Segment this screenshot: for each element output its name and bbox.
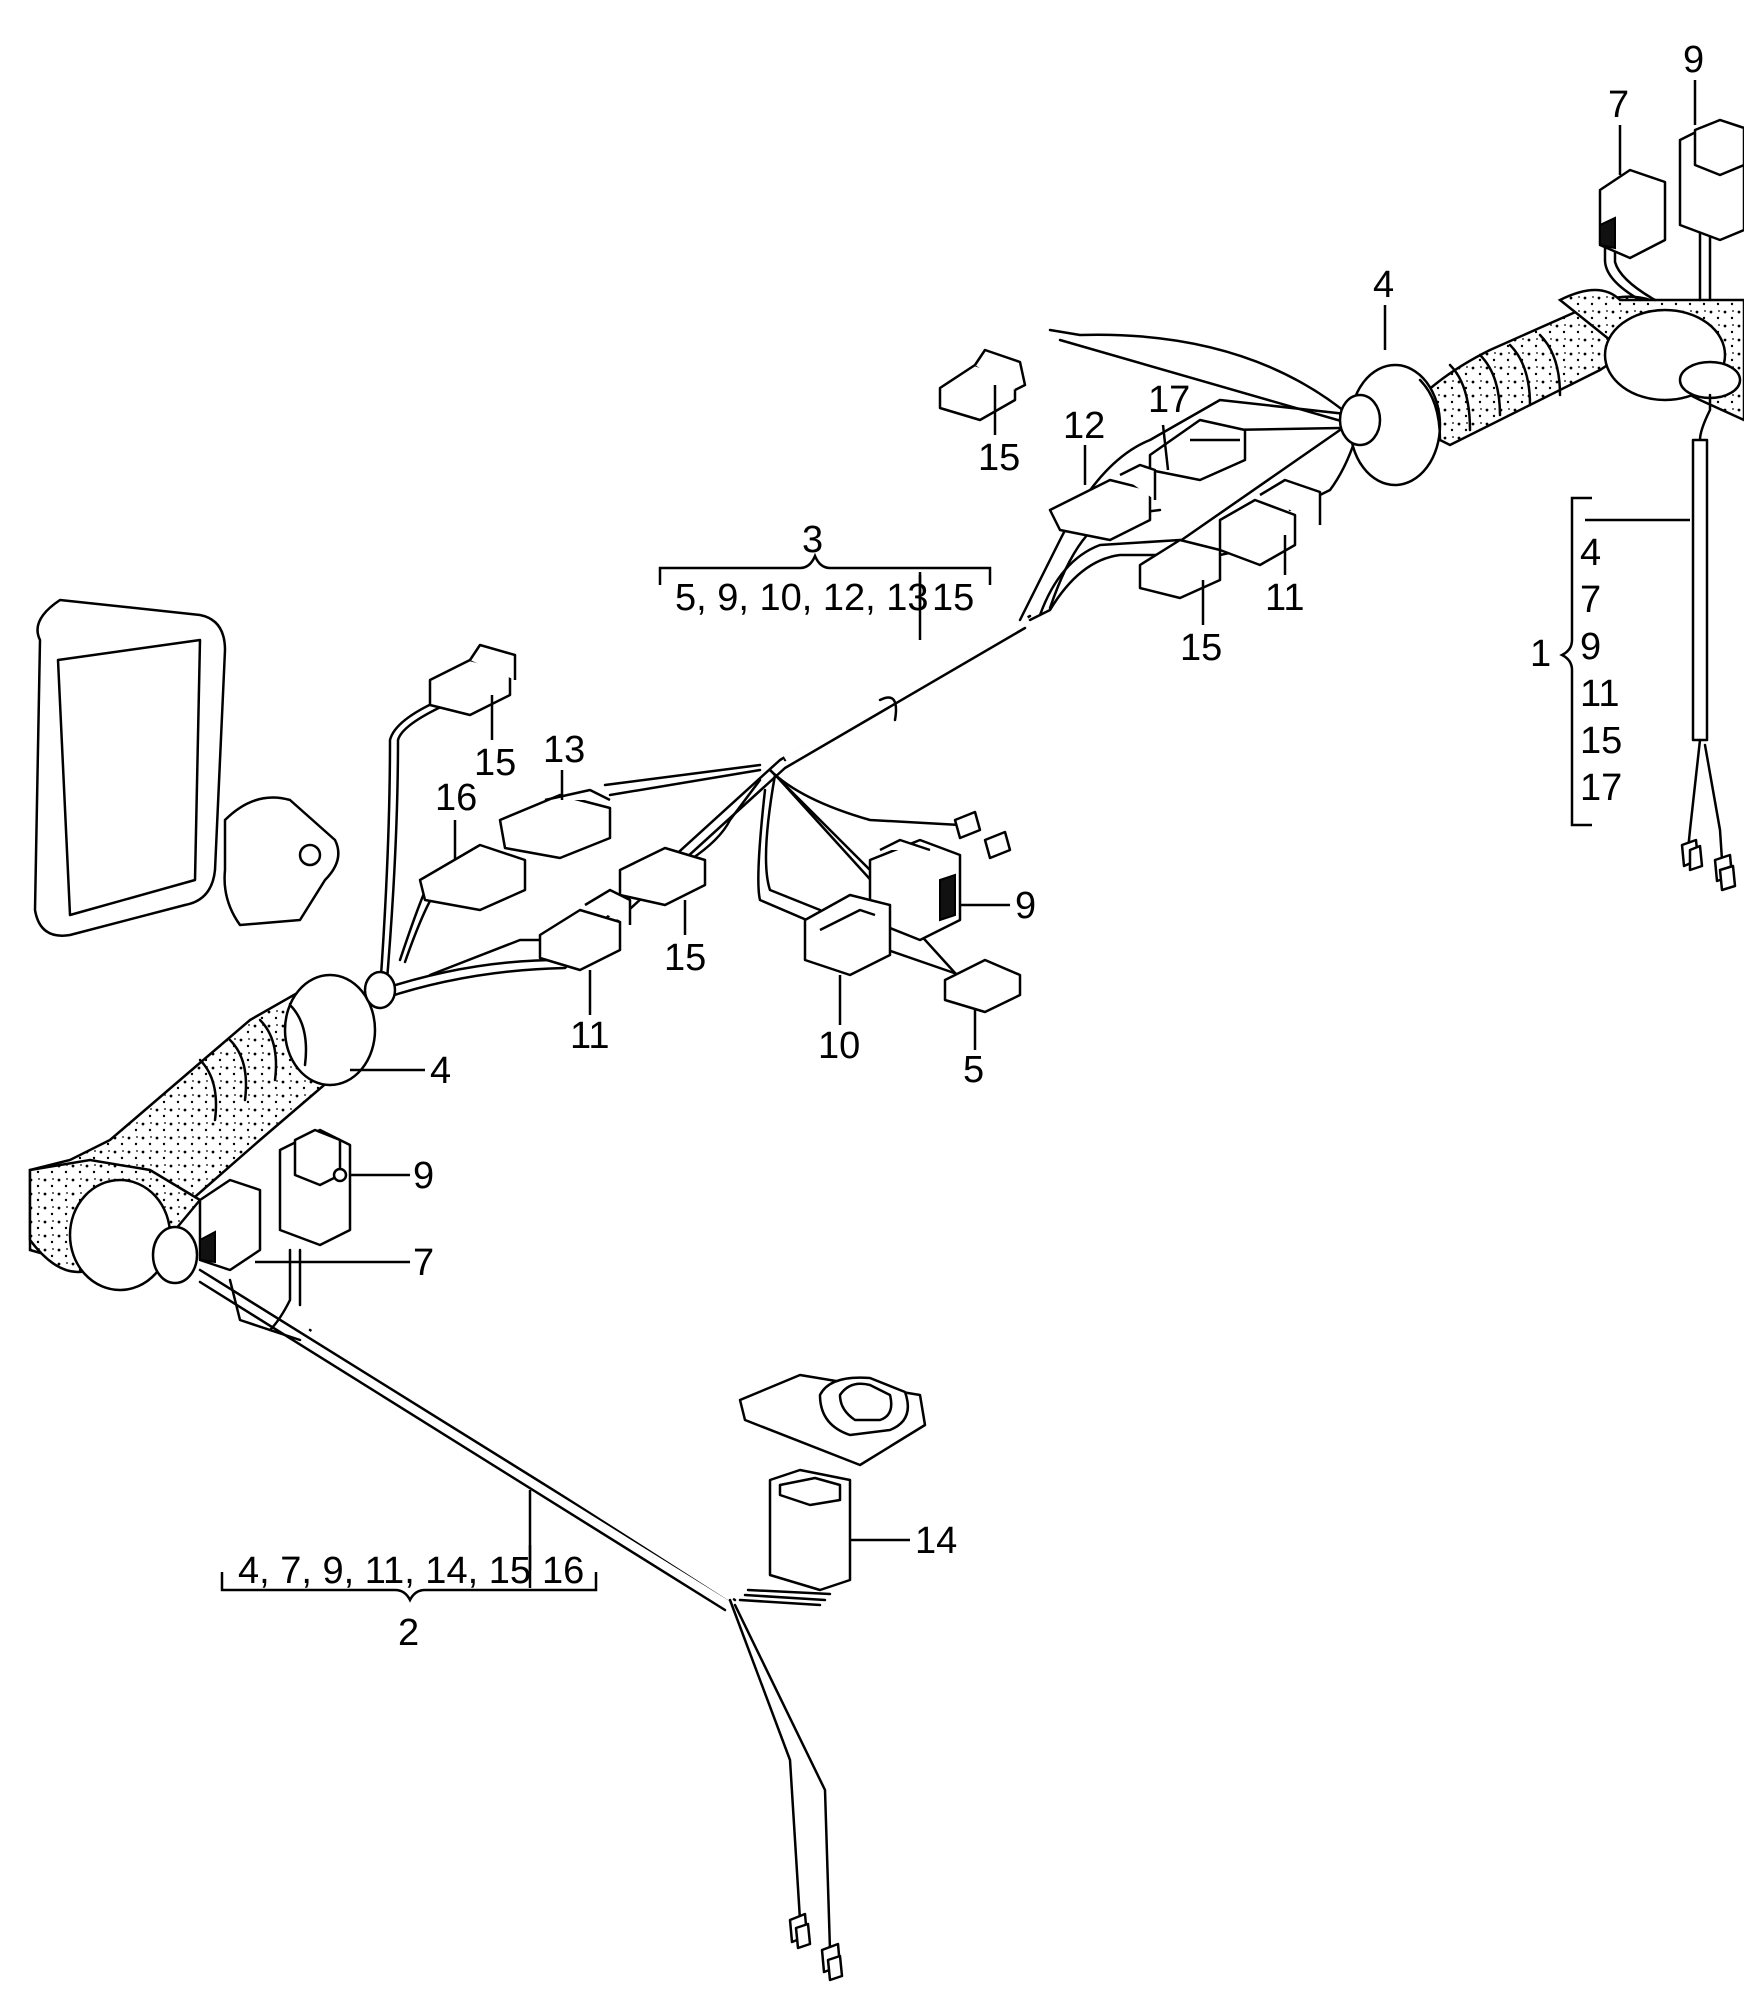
connector-9-upper	[1678, 118, 1744, 242]
grommet-lower	[28, 1158, 202, 1292]
leader-lines	[255, 80, 1697, 1570]
connector-15-middle-right	[1138, 538, 1222, 600]
callout-9-middle: 9	[1015, 885, 1036, 927]
callout-3: 3	[802, 519, 823, 561]
callout-labels: 15 12 17 4 7 9 11 15 3 5, 9, 10, 12, 13 …	[238, 39, 1704, 1654]
callout-11-middle: 11	[570, 1015, 609, 1057]
door-mirror	[33, 598, 340, 937]
connector-15-left-upper	[428, 643, 517, 717]
connector-15-left-lower	[618, 846, 707, 907]
switch-14	[738, 1373, 927, 1592]
connector-15-upper-right	[938, 348, 1027, 422]
connector-12	[1048, 463, 1157, 542]
callout-2: 2	[398, 1612, 419, 1654]
group-2-right: 16	[542, 1550, 584, 1592]
connector-10	[803, 893, 892, 977]
callout-9-upper: 9	[1683, 39, 1704, 81]
group-3-left: 5, 9, 10, 12, 13	[675, 577, 929, 619]
terminal-pair-middle	[953, 810, 1012, 860]
group-1-item-3: 9	[1580, 626, 1601, 668]
connector-9-lower	[278, 1128, 352, 1247]
connector-7-lower	[198, 1178, 262, 1272]
callout-4-middle: 4	[430, 1050, 451, 1092]
callout-7-upper: 7	[1608, 84, 1629, 126]
callout-15-left-lower: 15	[664, 937, 706, 979]
connector-13	[498, 788, 612, 860]
callout-16: 16	[435, 777, 477, 819]
callout-11-upper: 11	[1265, 577, 1304, 619]
lower-harness-wires	[198, 1248, 832, 1952]
group-1-item-5: 15	[1580, 720, 1622, 762]
left-branch-wires	[378, 698, 977, 997]
right-harness-wires	[1603, 178, 1724, 862]
connector-5	[943, 958, 1022, 1014]
terminal-lugs	[788, 838, 1737, 1982]
callout-12: 12	[1063, 405, 1105, 447]
grommet-upper-right	[1557, 288, 1744, 422]
group-1-bracket	[1559, 496, 1592, 827]
callout-5: 5	[963, 1049, 984, 1091]
group-1-item-6: 17	[1580, 767, 1622, 809]
connector-11-upper	[1218, 478, 1322, 567]
callout-15-middle: 15	[1180, 627, 1222, 669]
callout-15: 15	[978, 437, 1020, 479]
group-1-item-1: 4	[1580, 532, 1601, 574]
connector-7-upper	[1598, 168, 1667, 260]
callout-7-lower: 7	[413, 1242, 434, 1284]
callout-1: 1	[1530, 633, 1551, 675]
connector-11-middle	[538, 888, 632, 972]
callout-13: 13	[543, 729, 585, 771]
group-2-bracket	[220, 1545, 598, 1603]
group-3-bracket	[658, 552, 992, 610]
callout-15-left-upper: 15	[474, 742, 516, 784]
callout-10: 10	[818, 1025, 860, 1067]
connector-16	[418, 843, 527, 912]
connector-9-middle	[868, 838, 962, 942]
callout-17: 17	[1148, 379, 1190, 421]
callout-9-lower: 9	[413, 1155, 434, 1197]
group-1-item-2: 7	[1580, 579, 1601, 621]
group-1-item-4: 11	[1580, 673, 1619, 715]
callout-4-upper: 4	[1373, 264, 1394, 306]
group-3-right: 15	[932, 577, 974, 619]
group-2-left: 4, 7, 9, 11, 14, 15	[238, 1550, 531, 1592]
callout-14: 14	[915, 1520, 957, 1562]
